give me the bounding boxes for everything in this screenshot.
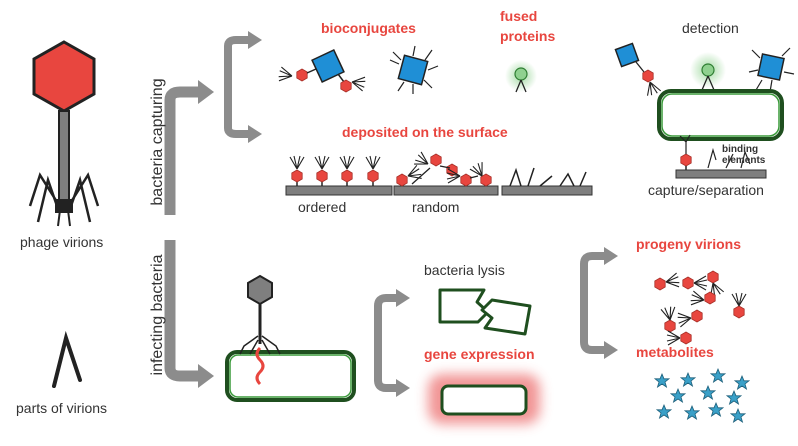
arrow-head <box>604 247 618 265</box>
label-binding-line2: elements <box>722 155 766 166</box>
fork-arrow-products <box>580 252 604 354</box>
label-detection: detection <box>682 20 739 36</box>
virion-part-icon <box>52 330 82 388</box>
label-bacteria-capturing: bacteria capturing <box>149 78 166 206</box>
label-binding-line1: binding <box>722 144 759 155</box>
label-fused-proteins: fused proteins <box>500 6 555 46</box>
label-ordered: ordered <box>298 199 347 215</box>
metabolites-stars <box>654 368 750 423</box>
label-fused-proteins-line1: fused <box>500 8 538 24</box>
surface-random <box>393 150 499 196</box>
arrow-head <box>198 364 214 388</box>
phage-virion-icon <box>28 40 100 227</box>
branch-arrow-infecting <box>164 240 198 382</box>
detection-panel <box>614 42 795 179</box>
lysed-bacterium <box>438 288 532 336</box>
expressing-bacterium <box>428 374 540 424</box>
label-fused-proteins-line2: proteins <box>500 28 556 44</box>
surface-ordered <box>285 155 393 196</box>
arrow-head <box>396 379 410 397</box>
fork-arrow-capture <box>224 36 248 138</box>
label-progeny-virions: progeny virions <box>636 236 742 252</box>
arrow-head <box>396 289 410 307</box>
branch-arrow-capturing <box>164 86 198 215</box>
label-binding-elements: binding elements <box>722 144 765 166</box>
arrow-head <box>198 80 214 104</box>
fork-arrow-infection <box>374 294 396 392</box>
surface-parts <box>501 167 593 196</box>
arrow-head <box>248 31 262 49</box>
label-bacteria-lysis: bacteria lysis <box>424 262 505 278</box>
bioconjugate-cluster <box>389 45 439 94</box>
label-bioconjugates: bioconjugates <box>321 20 416 36</box>
label-infecting-bacteria: infecting bacteria <box>149 254 166 376</box>
infected-bacterium <box>225 274 356 402</box>
arrow-head <box>248 125 262 143</box>
arrow-head <box>604 341 618 359</box>
label-parts-of-virions: parts of virions <box>16 400 108 416</box>
label-gene-expression: gene expression <box>424 346 535 362</box>
label-metabolites: metabolites <box>636 344 714 360</box>
label-random: random <box>412 199 460 215</box>
progeny-virions <box>654 270 747 346</box>
label-capture-separation: capture/separation <box>648 182 764 198</box>
label-phage-virions: phage virions <box>20 234 104 250</box>
fused-protein-icon <box>505 60 537 93</box>
label-deposited-on-surface: deposited on the surface <box>342 124 508 140</box>
bioconjugate-chain <box>277 49 367 93</box>
